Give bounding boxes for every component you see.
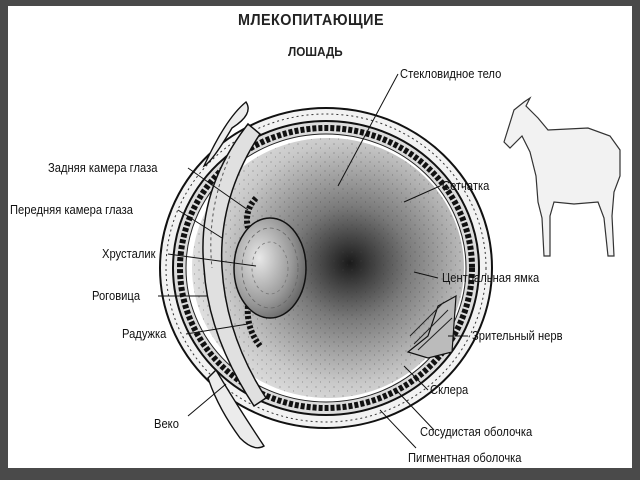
- slide: МЛЕКОПИТАЮЩИЕ ЛОШАДЬ Стекловидное тело З…: [8, 6, 632, 468]
- label-iris: Радужка: [122, 326, 167, 341]
- label-anterior-chamber: Передняя камера глаза: [10, 202, 133, 217]
- label-pigment: Пигментная оболочка: [408, 450, 522, 465]
- label-retina: Сетчатка: [442, 178, 490, 193]
- cornea: [202, 122, 268, 408]
- label-lens: Хрусталик: [102, 246, 156, 261]
- label-cornea: Роговица: [92, 288, 141, 303]
- diagram-subtitle: ЛОШАДЬ: [288, 44, 343, 59]
- vitreous-body: [192, 138, 464, 398]
- diagram-title: МЛЕКОПИТАЮЩИЕ: [238, 12, 385, 29]
- label-posterior-chamber: Задняя камера глаза: [48, 160, 158, 175]
- iris: [244, 195, 263, 348]
- label-choroid: Сосудистая оболочка: [420, 424, 533, 439]
- label-eyelid: Веко: [154, 416, 179, 431]
- lens: [233, 217, 307, 319]
- label-vitreous-body: Стекловидное тело: [400, 66, 502, 81]
- eyelids: [202, 100, 265, 449]
- label-sclera: Склера: [430, 382, 469, 397]
- leader-lines: [158, 73, 468, 449]
- horse-silhouette-icon: [503, 96, 621, 257]
- label-fovea: Центральная ямка: [442, 270, 540, 285]
- optic-nerve: [406, 294, 457, 359]
- label-optic-nerve: Зрительный нерв: [472, 328, 563, 343]
- eye-diagram: [158, 73, 621, 449]
